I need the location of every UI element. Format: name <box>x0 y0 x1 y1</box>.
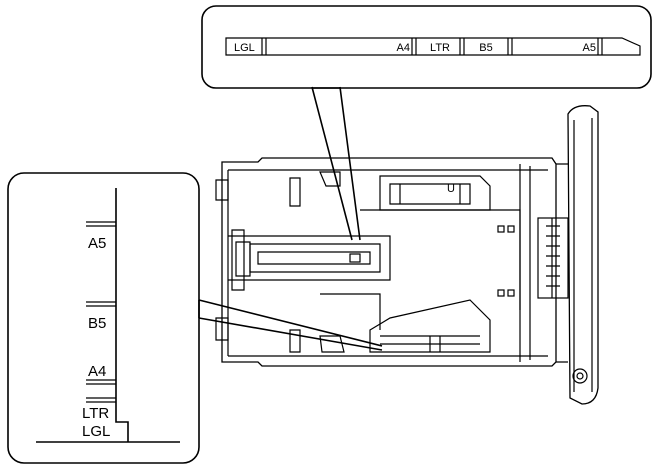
top-label-lgl: LGL <box>234 42 255 54</box>
side-label-ltr: LTR <box>82 405 109 422</box>
side-label-a4: A4 <box>88 363 106 380</box>
top-scale-markers <box>261 38 603 55</box>
top-scale-strip <box>225 37 641 56</box>
top-label-ltr: LTR <box>430 42 450 54</box>
left-callout-pointer <box>198 299 383 351</box>
left-callout: A5 B5 A4 LTR LGL <box>7 172 383 464</box>
side-label-lgl: LGL <box>82 423 110 440</box>
top-label-b5: B5 <box>479 42 492 54</box>
top-callout-pointer <box>311 86 361 241</box>
side-scale-markers <box>86 221 116 403</box>
tray-mark: U <box>447 183 455 195</box>
side-label-a5: A5 <box>88 235 106 252</box>
side-scale-line <box>115 188 129 442</box>
side-label-b5: B5 <box>88 315 106 332</box>
top-callout: LGL A4 LTR B5 A5 <box>201 5 652 241</box>
top-callout-frame <box>201 5 652 89</box>
top-label-a4: A4 <box>397 42 410 54</box>
top-label-a5: A5 <box>583 42 596 54</box>
paper-tray: U <box>215 105 599 405</box>
